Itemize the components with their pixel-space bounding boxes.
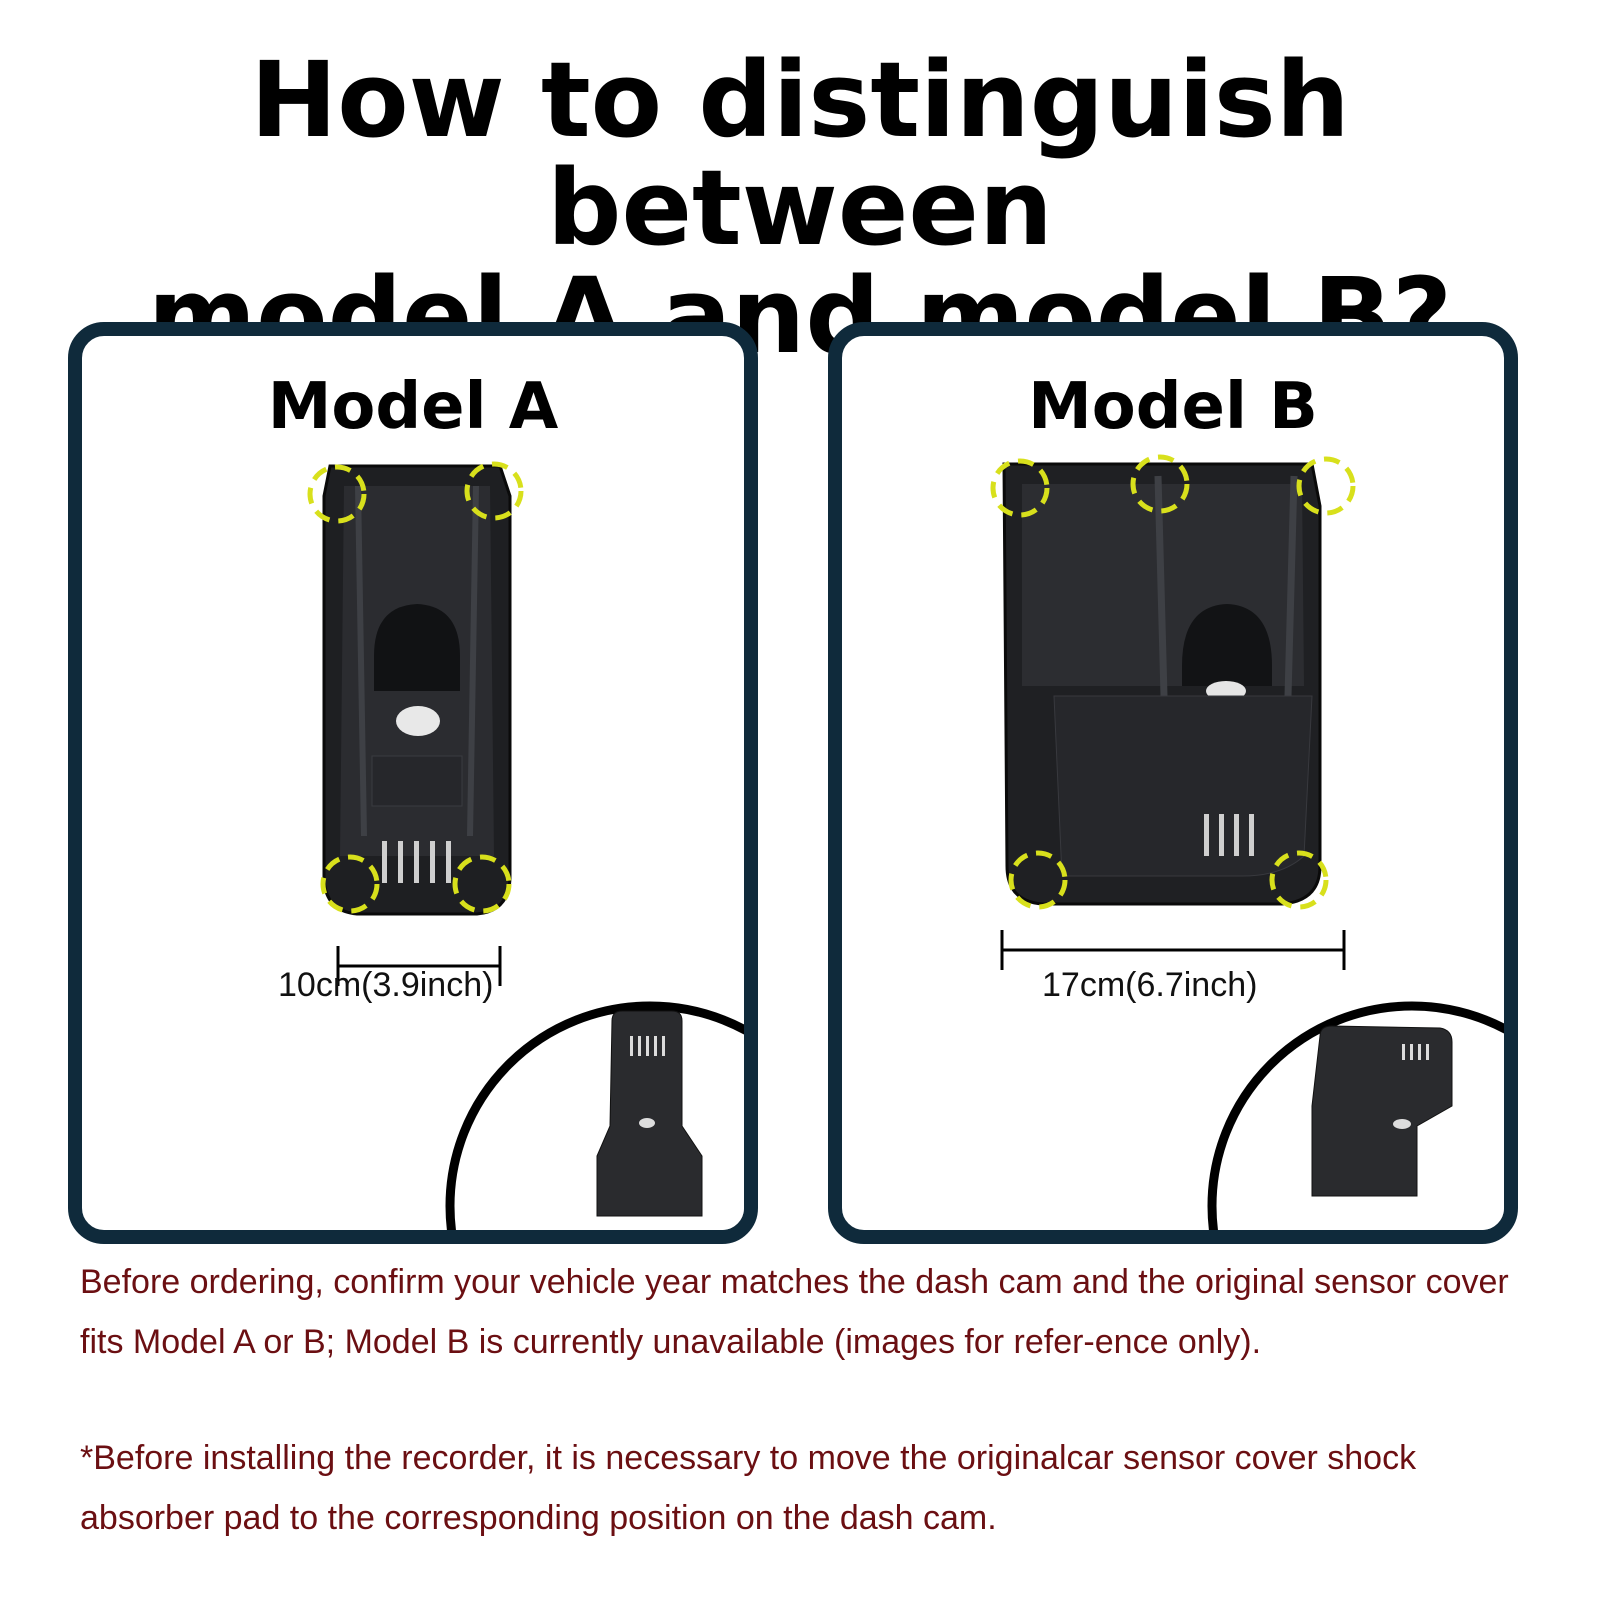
model-b-mount-point-bottom-left — [1008, 850, 1068, 910]
model-b-mount-point-top-left — [990, 458, 1050, 518]
model-a-inset-photo — [596, 1010, 703, 1217]
model-a-mount-point-bottom-left — [320, 854, 380, 914]
title-line-1: How to distinguish between — [250, 39, 1350, 269]
ordering-note: Before ordering, confirm your vehicle ye… — [80, 1263, 1509, 1361]
model-b-mount-point-top-center — [1130, 454, 1190, 514]
model-b-title: Model B — [1028, 370, 1318, 444]
model-a-measurement: 10cm(3.9inch) — [278, 966, 494, 1004]
model-b-measure-bar — [1000, 930, 1346, 970]
model-b-cover-image — [990, 454, 1504, 1230]
model-a-mount-point-top-left — [307, 464, 367, 524]
model-a-mount-point-bottom-right — [452, 854, 512, 914]
model-a-title: Model A — [267, 370, 559, 444]
model-b-mount-point-top-right — [1296, 456, 1356, 516]
model-a-cover-image — [307, 461, 744, 1230]
model-b-mount-point-bottom-right — [1269, 850, 1329, 910]
model-a-mount-point-top-right — [464, 461, 524, 521]
model-b-measurement: 17cm(6.7inch) — [1042, 966, 1258, 1004]
model-b-panel: Model B — [828, 322, 1518, 1244]
installation-note: *Before installing the recorder, it is n… — [80, 1439, 1417, 1537]
model-a-measure-bar — [336, 946, 502, 986]
model-b-inset-photo — [1311, 1025, 1453, 1197]
model-a-panel: Model A — [68, 322, 758, 1244]
